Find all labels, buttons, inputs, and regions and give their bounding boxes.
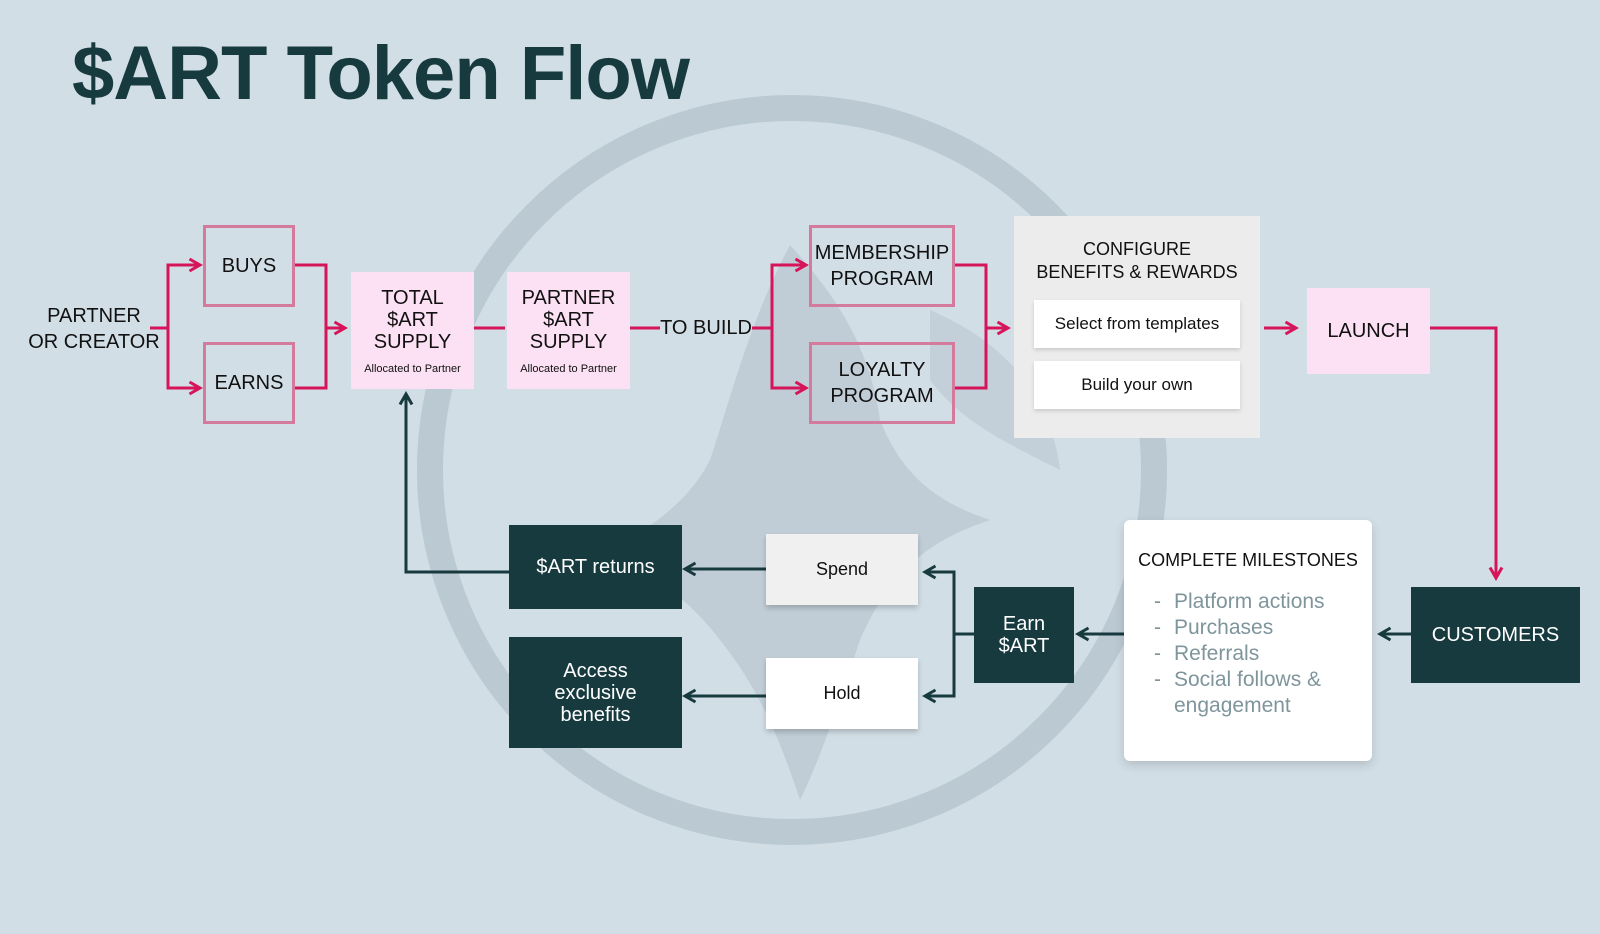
milestone-item: Platform actions bbox=[1152, 589, 1372, 615]
link-to-earns bbox=[166, 328, 204, 396]
milestone-item: Referrals bbox=[1152, 641, 1372, 667]
milestone-item: Purchases bbox=[1152, 615, 1372, 641]
partner-supply-sub: Allocated to Partner bbox=[520, 362, 617, 375]
total-supply-sub: Allocated to Partner bbox=[364, 362, 461, 375]
launch-box: LAUNCH bbox=[1307, 288, 1430, 374]
milestones-title: COMPLETE MILESTONES bbox=[1138, 550, 1358, 570]
link-to-buys bbox=[166, 257, 204, 328]
link-membership-out bbox=[955, 263, 1012, 336]
membership-program-box: MEMBERSHIP PROGRAM bbox=[809, 225, 955, 307]
link-to-hold bbox=[921, 634, 956, 704]
milestones-list: Platform actions Purchases Referrals Soc… bbox=[1152, 589, 1372, 719]
earns-box: EARNS bbox=[203, 342, 295, 424]
total-supply-label: TOTAL $ART SUPPLY bbox=[373, 286, 452, 353]
build-your-own-option: Build your own bbox=[1034, 361, 1240, 409]
total-supply-box: TOTAL $ART SUPPLY Allocated to Partner bbox=[351, 272, 474, 389]
link-buys-out bbox=[295, 263, 349, 336]
art-returns-box: $ART returns bbox=[509, 525, 682, 609]
loyalty-program-box: LOYALTY PROGRAM bbox=[809, 342, 955, 424]
spend-box: Spend bbox=[766, 534, 918, 605]
earn-art-box: Earn $ART bbox=[974, 587, 1074, 683]
link-to-customers bbox=[1430, 326, 1504, 582]
to-build-label: TO BUILD bbox=[660, 317, 752, 339]
customers-box: CUSTOMERS bbox=[1411, 587, 1580, 683]
partner-supply-box: PARTNER $ART SUPPLY Allocated to Partner bbox=[507, 272, 630, 389]
partner-label: PARTNER OR CREATOR bbox=[28, 305, 160, 353]
link-to-spend bbox=[921, 564, 956, 634]
configure-title: CONFIGURE BENEFITS & REWARDS bbox=[1036, 239, 1238, 282]
partner-supply-label: PARTNER $ART SUPPLY bbox=[521, 286, 616, 353]
link-returns-total bbox=[398, 390, 509, 574]
buys-box: BUYS bbox=[203, 225, 295, 307]
access-benefits-box: Access exclusive benefits bbox=[509, 637, 682, 748]
link-to-membership bbox=[770, 257, 810, 328]
hold-box: Hold bbox=[766, 658, 918, 729]
link-to-loyalty bbox=[770, 328, 810, 396]
link-loyalty-out bbox=[955, 328, 988, 390]
configure-panel: CONFIGURE BENEFITS & REWARDS Select from… bbox=[1014, 216, 1260, 438]
milestone-item: Social follows & engagement bbox=[1152, 667, 1372, 719]
page-title: $ART Token Flow bbox=[72, 31, 690, 116]
select-templates-option: Select from templates bbox=[1034, 300, 1240, 348]
link-earns-out bbox=[295, 328, 328, 390]
milestones-card: COMPLETE MILESTONES Platform actions Pur… bbox=[1124, 520, 1372, 761]
